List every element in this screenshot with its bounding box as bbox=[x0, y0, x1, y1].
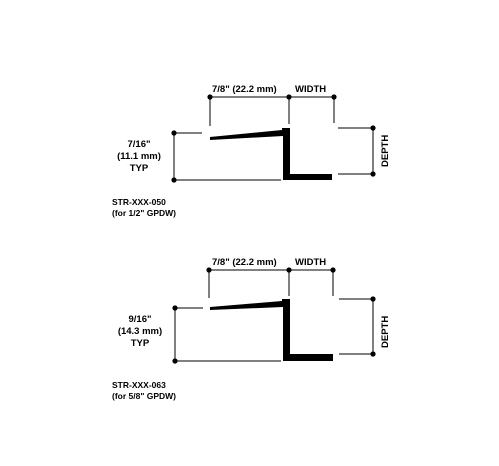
dimension-node bbox=[171, 177, 177, 183]
dimension-node bbox=[171, 130, 177, 136]
thickness-label-line2: (14.3 mm) bbox=[118, 326, 162, 337]
top-dimension-label: 7/8" (22.2 mm) bbox=[212, 257, 277, 268]
dimension-node bbox=[331, 94, 337, 100]
model-note: (for 5/8" GPDW) bbox=[112, 391, 176, 401]
thickness-label-line3: TYP bbox=[131, 338, 150, 349]
thickness-label-line1: 7/16" bbox=[128, 139, 151, 150]
width-label: WIDTH bbox=[295, 84, 326, 95]
model-note: (for 1/2" GPDW) bbox=[112, 208, 176, 218]
dimension-node bbox=[370, 351, 376, 357]
thickness-label-line1: 9/16" bbox=[129, 314, 152, 325]
top-dimension-label: 7/8" (22.2 mm) bbox=[212, 84, 277, 95]
thickness-label-line2: (11.1 mm) bbox=[117, 151, 161, 162]
dimension-node bbox=[330, 267, 336, 273]
dimension-node bbox=[286, 267, 292, 273]
depth-label: DEPTH bbox=[380, 316, 391, 348]
trim-profile bbox=[210, 128, 332, 180]
detail-str-xxx-063: 7/8" (22.2 mm) WIDTH 9/16" (14.3 mm) TYP… bbox=[112, 257, 391, 401]
width-label: WIDTH bbox=[295, 257, 326, 268]
dimension-node bbox=[370, 171, 376, 177]
dimension-node bbox=[207, 94, 213, 100]
dimension-node bbox=[172, 305, 178, 311]
trim-profile bbox=[210, 299, 333, 361]
detail-str-xxx-050: 7/8" (22.2 mm) WIDTH 7/16" (11.1 mm) TYP… bbox=[112, 84, 391, 218]
model-number: STR-XXX-050 bbox=[112, 197, 166, 207]
dimension-node bbox=[370, 296, 376, 302]
model-number: STR-XXX-063 bbox=[112, 380, 166, 390]
dimension-node bbox=[370, 125, 376, 131]
dimension-node bbox=[206, 267, 212, 273]
depth-label: DEPTH bbox=[380, 135, 391, 167]
dimension-node bbox=[286, 94, 292, 100]
thickness-label-line3: TYP bbox=[130, 163, 149, 174]
dimension-node bbox=[172, 358, 178, 364]
